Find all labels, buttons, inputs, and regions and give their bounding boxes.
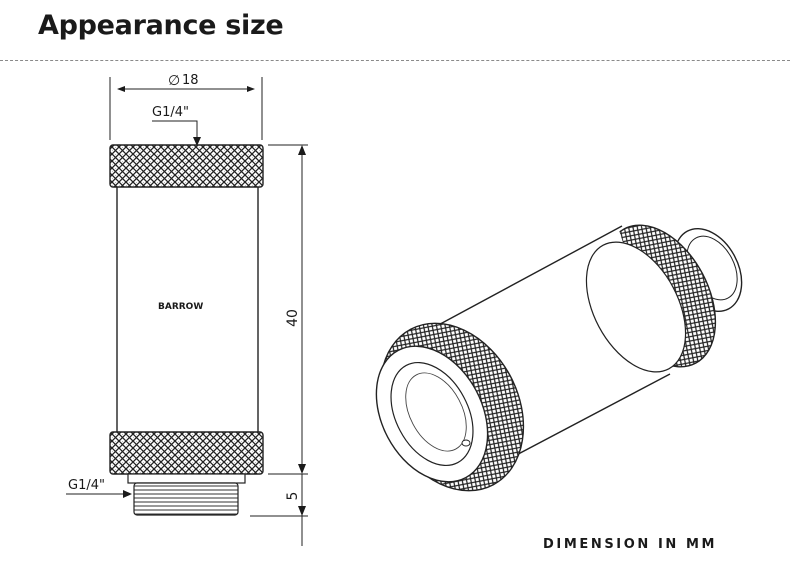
top-knurled-ring [109, 144, 264, 188]
bottom-thread-callout: G1/4" [66, 478, 132, 498]
leader-arrow [123, 490, 132, 498]
thread-label-bottom: G1/4" [68, 478, 105, 493]
dimension-arrow [298, 464, 306, 474]
iso-body-front-face [585, 241, 687, 373]
front-view: BARROW [109, 144, 264, 516]
iso-detail-mark [461, 439, 471, 447]
units-note: DIMENSION IN MM [543, 537, 718, 552]
diameter-value: 18 [182, 73, 199, 88]
iso-inner-thread [405, 372, 467, 452]
male-thread [133, 482, 239, 516]
barrow-logo: BARROW [158, 302, 203, 312]
thread-length-value: 5 [285, 492, 301, 501]
dashed-divider [0, 60, 790, 61]
iso-body-edge [417, 225, 623, 337]
leader-line [152, 120, 198, 140]
isometric-view [375, 224, 743, 492]
bottom-knurled-ring [109, 431, 264, 475]
top-thread-callout: G1/4" [152, 105, 201, 146]
dimension-arrow [298, 506, 306, 516]
length-value: 40 [285, 309, 301, 327]
iso-female-port [390, 361, 474, 467]
thread-label-top: G1/4" [152, 105, 189, 120]
body-tube [116, 184, 259, 436]
diameter-dimension: ∅ 18 [109, 73, 263, 140]
leader-arrow [193, 137, 201, 146]
diameter-symbol: ∅ [168, 73, 180, 89]
thread-collar [127, 473, 246, 484]
dimension-arrow [298, 145, 306, 155]
length-dimensions: 40 5 [250, 144, 308, 546]
page-title: Appearance size [38, 10, 284, 41]
